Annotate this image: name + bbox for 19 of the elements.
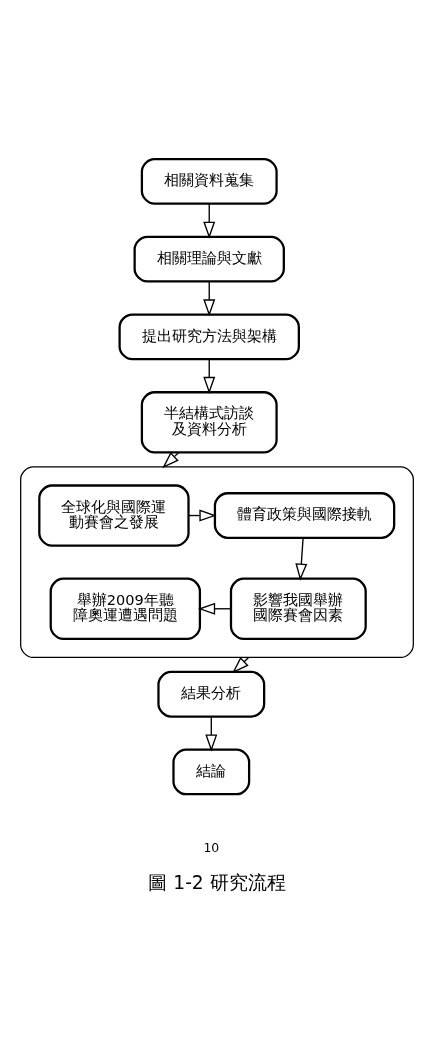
node-box: 體育政策與國際接軌 [213,491,396,539]
label: 10 [203,839,220,855]
cluster [20,465,414,658]
node-box: 全球化與國際運動賽會之發展 [38,483,190,547]
arrow [203,280,216,317]
caption: 圖 1-2 研究流程 [148,871,286,893]
arrow [162,451,180,468]
arrow [205,715,218,752]
node-box: 半結構式訪談及資料分析 [140,390,278,453]
node-box: 結果分析 [157,670,266,718]
node-box: 相關理論與文獻 [133,235,285,283]
arrow [203,358,216,394]
node-box: 相關資料蒐集 [140,157,278,205]
arrow [295,537,308,581]
arrow [203,202,216,239]
node-box: 舉辦2009年聽障奧運遭遇問題 [49,577,202,640]
node-box: 結論 [172,748,251,795]
node-box: 提出研究方法與架構 [118,312,300,360]
node-box: 影響我國舉辦國際賽會因素 [229,577,367,640]
